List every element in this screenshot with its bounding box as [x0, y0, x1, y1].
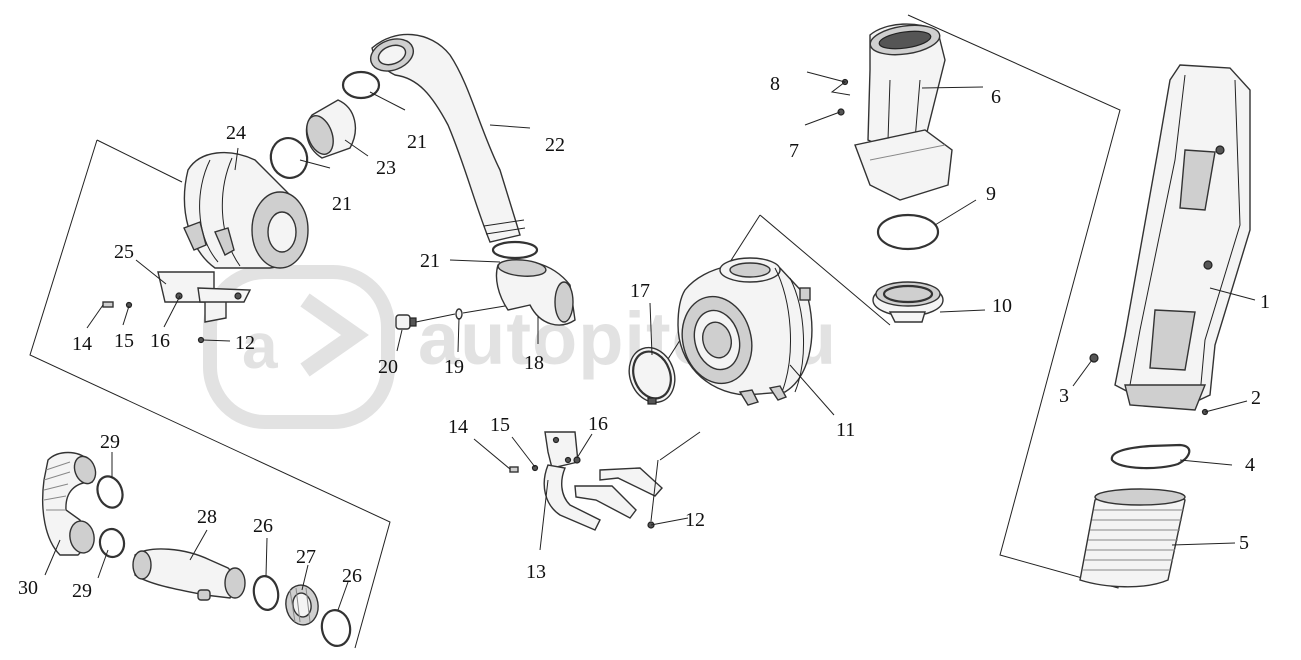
bellows-hose-part: [1079, 488, 1186, 588]
housing-bracket-part: [157, 271, 252, 323]
callout-16: 16: [150, 330, 170, 352]
callout-14: 14: [72, 333, 92, 355]
callout-26: 26: [342, 565, 362, 587]
callout-24: 24: [226, 122, 246, 144]
precleaner-part: [854, 23, 953, 201]
callout-13: 13: [526, 561, 546, 583]
watermark-logo-icon: a: [203, 265, 395, 429]
callout-12: 12: [235, 332, 255, 354]
callout-labels: 1 2 3 4 5 6 7 8 9 10 11 12 12 13 14 14 1…: [18, 73, 1270, 602]
callout-25: 25: [114, 241, 134, 263]
coupling-part: [285, 584, 319, 626]
callout-8: 8: [770, 73, 780, 95]
callout-12: 12: [685, 509, 705, 531]
callout-15: 15: [114, 330, 134, 352]
callout-4: 4: [1245, 454, 1255, 476]
callout-23: 23: [376, 157, 396, 179]
hose-clamp-part: [341, 70, 381, 100]
callout-15: 15: [490, 414, 510, 436]
callout-5: 5: [1239, 532, 1249, 554]
hose-clamp-part: [96, 475, 124, 509]
intake-duct-part: [1114, 64, 1251, 411]
nut-part: [837, 108, 845, 116]
hose-clamp-part: [320, 609, 352, 647]
callout-20: 20: [378, 356, 398, 378]
callout-29: 29: [72, 580, 92, 602]
callout-1: 1: [1260, 291, 1270, 313]
callout-21: 21: [332, 193, 352, 215]
callout-3: 3: [1059, 385, 1069, 407]
callout-21: 21: [407, 131, 427, 153]
rubber-hose-part: [132, 548, 246, 601]
mounting-bracket-part: [543, 431, 663, 531]
callout-17: 17: [630, 280, 650, 302]
bolt-part: [102, 301, 114, 308]
bolt-part: [509, 466, 519, 473]
callout-11: 11: [836, 419, 855, 441]
callout-10: 10: [992, 295, 1012, 317]
callout-27: 27: [296, 546, 316, 568]
hose-clamp-part: [876, 213, 940, 251]
hose-clamp-part: [269, 137, 309, 179]
nut-part: [197, 336, 205, 344]
svg-text:a: a: [242, 310, 279, 382]
washer-part: [531, 464, 539, 472]
intake-pipe-part: [369, 33, 526, 243]
air-cleaner-housing-part: [183, 151, 309, 269]
hose-clamp-part: [98, 527, 126, 559]
nut-part: [573, 456, 581, 464]
callout-28: 28: [197, 506, 217, 528]
callout-19: 19: [444, 356, 464, 378]
grommet-part: [455, 308, 463, 320]
hose-clamp-part: [491, 240, 539, 260]
vacuum-indicator-part: [395, 314, 417, 330]
callout-21: 21: [420, 250, 440, 272]
rubber-sleeve-part: [305, 99, 357, 159]
callout-2: 2: [1251, 387, 1261, 409]
callout-22: 22: [545, 134, 565, 156]
rubber-elbow-part: [495, 259, 576, 326]
callout-29: 29: [100, 431, 120, 453]
callout-30: 30: [18, 577, 38, 599]
adapter-ring-part: [872, 281, 944, 323]
callout-7: 7: [789, 140, 799, 162]
air-cleaner-assembly-part: [677, 257, 813, 406]
callout-18: 18: [524, 352, 544, 374]
callout-16: 16: [588, 413, 608, 435]
callout-26: 26: [253, 515, 273, 537]
corrugated-elbow-part: [41, 451, 97, 556]
hose-clamp-part: [252, 575, 280, 611]
callout-9: 9: [986, 183, 996, 205]
callout-14: 14: [448, 416, 468, 438]
leader-lines: [44, 71, 1256, 611]
dust-cap-part: [628, 346, 676, 405]
callout-6: 6: [991, 86, 1001, 108]
gasket-part: [1110, 443, 1191, 470]
